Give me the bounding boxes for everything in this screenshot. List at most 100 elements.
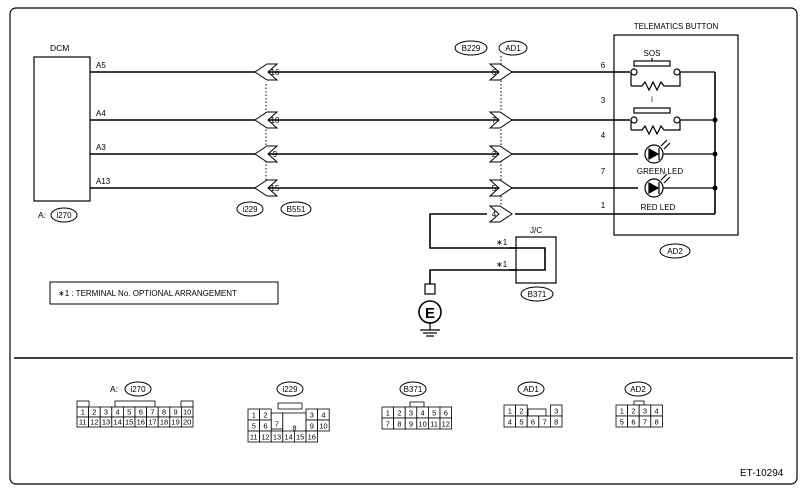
pin-a4: A4 <box>96 109 106 118</box>
jc-connector-label: B371 <box>528 290 547 299</box>
pin-i270-15: 15 <box>125 418 133 427</box>
red-led-label: RED LED <box>641 203 676 212</box>
inline1-left-badge <box>236 201 264 217</box>
junction-dots <box>712 117 718 191</box>
pin-AD2-5: 5 <box>620 418 624 427</box>
button-connector-badge <box>659 243 691 259</box>
pin-i270-14: 14 <box>113 418 121 427</box>
info-switch <box>630 107 715 136</box>
red-led <box>644 173 715 198</box>
button-pin-4: 1 <box>601 201 606 210</box>
inline1-left-label: i229 <box>242 205 258 214</box>
connector-AD1-name: AD1 <box>523 385 539 394</box>
jc-link <box>509 247 546 271</box>
pin-AD2-1: 1 <box>620 407 624 416</box>
inline1-right-label: B551 <box>287 205 306 214</box>
pin-i270-1: 1 <box>81 408 85 417</box>
inline1-right-badge <box>280 201 312 217</box>
pin-i229-1: 1 <box>252 411 256 420</box>
pin-a13: A13 <box>96 177 111 186</box>
pin-B371-12: 12 <box>442 420 450 429</box>
pin-i270-17: 17 <box>148 418 156 427</box>
pin-AD2-3: 3 <box>643 407 647 416</box>
inline1-term-0: 16 <box>271 68 280 77</box>
pin-B371-8: 8 <box>397 420 401 429</box>
pin-i229-12: 12 <box>261 433 269 442</box>
button-pin-0: 6 <box>601 61 606 70</box>
pin-i229-13: 13 <box>273 433 281 442</box>
note-box <box>49 281 279 305</box>
telematics-title: TELEMATICS BUTTON <box>634 22 719 31</box>
inline2-right-badge <box>498 40 528 56</box>
telematics-button-box <box>613 34 739 236</box>
outer-frame <box>9 7 798 485</box>
pin-AD1-3: 3 <box>554 407 558 416</box>
dcm-box: DCM <box>33 43 91 202</box>
button-pin-1: 3 <box>601 96 606 105</box>
inline2-term-1: 7 <box>492 116 497 125</box>
pin-i270-10: 10 <box>183 408 191 417</box>
inline2-term-2: 2 <box>492 150 497 159</box>
pin-i229-14: 14 <box>284 433 292 442</box>
pin-i229-16: 16 <box>308 433 316 442</box>
ground-label: E <box>425 305 435 322</box>
pin-AD2-8: 8 <box>655 418 659 427</box>
pin-i270-11: 11 <box>79 418 87 427</box>
pin-i229-15: 15 <box>296 433 304 442</box>
pin-i229-2: 2 <box>263 411 267 420</box>
pin-B371-6: 6 <box>444 409 448 418</box>
pin-i270-13: 13 <box>102 418 110 427</box>
pin-B371-1: 1 <box>386 409 390 418</box>
pin-B371-10: 10 <box>418 420 426 429</box>
pin-i270-3: 3 <box>104 408 108 417</box>
pin-AD2-7: 7 <box>643 418 647 427</box>
pin-AD2-4: 4 <box>655 407 659 416</box>
connector-B371-name: B371 <box>404 385 423 394</box>
pin-i270-19: 19 <box>171 418 179 427</box>
inline2-term-4: 4 <box>492 210 497 219</box>
jc-box <box>515 236 557 284</box>
pin-B371-4: 4 <box>421 409 425 418</box>
pin-i270-16: 16 <box>137 418 145 427</box>
pin-AD1-4: 4 <box>508 418 512 427</box>
pin-i270-5: 5 <box>127 408 131 417</box>
jc-mark-1: ∗1 <box>496 238 508 247</box>
pin-AD1-5: 5 <box>519 418 523 427</box>
connector-i270-prefix: A: <box>110 384 118 394</box>
pin-B371-5: 5 <box>432 409 436 418</box>
inline2-left-label: B229 <box>462 44 481 53</box>
pin-AD1-2: 2 <box>519 407 523 416</box>
pin-AD2-2: 2 <box>631 407 635 416</box>
sos-switch <box>630 58 715 92</box>
pin-i270-9: 9 <box>174 408 178 417</box>
button-connector-label: AD2 <box>667 247 683 256</box>
jc-connector-badge <box>520 286 554 302</box>
green-led-label: GREEN LED <box>637 167 683 176</box>
pin-i270-8: 8 <box>162 408 166 417</box>
pin-AD1-7: 7 <box>543 418 547 427</box>
button-pin-3: 7 <box>601 167 606 176</box>
inline1-term-1: 10 <box>271 116 280 125</box>
dcm-connector-badge <box>50 207 78 223</box>
pin-i270-7: 7 <box>150 408 154 417</box>
inline1-term-2: 9 <box>273 150 278 159</box>
pin-AD1-8: 8 <box>554 418 558 427</box>
pin-B371-7: 7 <box>386 420 390 429</box>
pin-AD1-1: 1 <box>508 407 512 416</box>
pin-AD2-6: 6 <box>631 418 635 427</box>
note-text: ∗1 : TERMINAL No. OPTIONAL ARRANGEMENT <box>58 289 237 298</box>
inline2-right-label: AD1 <box>505 44 521 53</box>
pin-i229-4: 4 <box>321 411 325 420</box>
pin-i229-9: 9 <box>310 422 314 431</box>
jc-title: J/C <box>530 226 542 235</box>
inline1-term-3: 15 <box>271 184 280 193</box>
dcm-title: DCM <box>50 43 69 53</box>
pin-i270-4: 4 <box>116 408 120 417</box>
